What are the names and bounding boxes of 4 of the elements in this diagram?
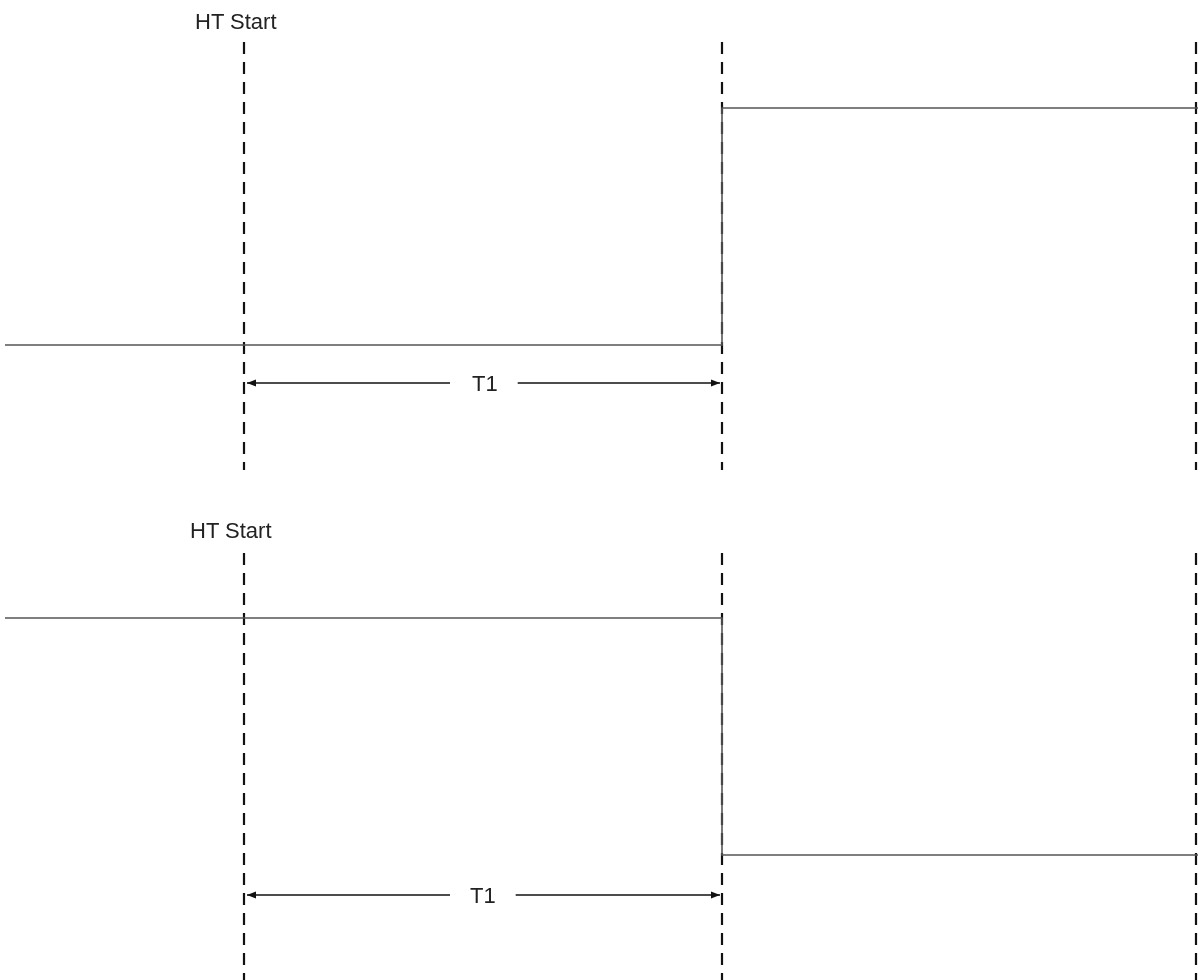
marker-label: HT Start [190,520,272,542]
dimension-label: T1 [472,373,498,395]
dimension-label: T1 [470,885,496,907]
marker-label: HT Start [195,11,277,33]
